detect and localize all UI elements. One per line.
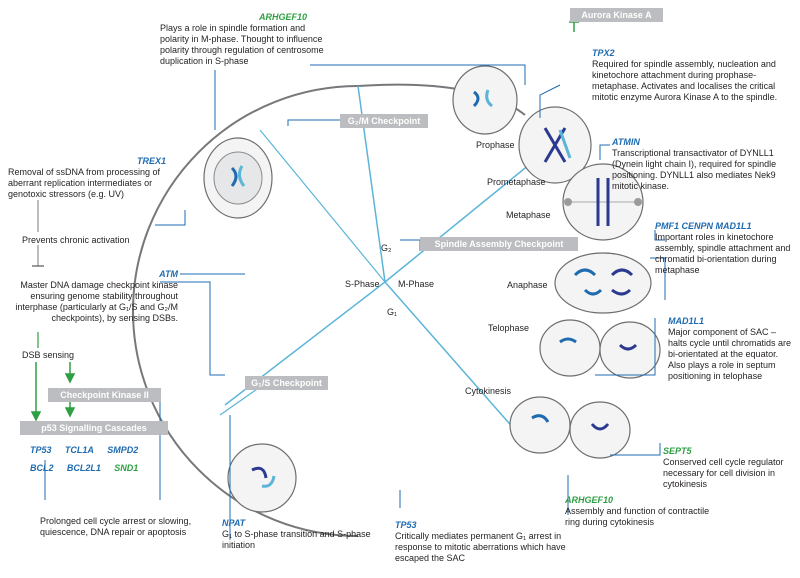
gene-name: ATMIN xyxy=(612,137,640,147)
sac-box: Spindle Assembly Checkpoint xyxy=(420,237,578,251)
g1-label: G₁ xyxy=(387,307,398,317)
outcome-arrows xyxy=(44,400,161,500)
gene-description: Required for spindle assembly, nucleatio… xyxy=(592,59,778,102)
pmf1-cenpn-mad1l1-annotation: PMF1 CENPN MAD1L1 Important roles in kin… xyxy=(655,221,795,276)
aurora-kinase-box: Aurora Kinase A xyxy=(570,8,663,22)
gene-tcl1a: TCL1A xyxy=(64,445,94,455)
connectors xyxy=(155,64,666,540)
checkpoint-kinase-box: Checkpoint Kinase II xyxy=(48,388,161,402)
outcome-text: Prolonged cell cycle arrest or slowing, … xyxy=(40,516,192,537)
cell-cytokinesis xyxy=(509,396,631,459)
prophase-label: Prophase xyxy=(476,140,515,150)
cell-telophase xyxy=(539,319,661,379)
m-phase-label: M-Phase xyxy=(398,279,435,289)
arhgef10-top-annotation: ARHGEF10 Plays a role in spindle formati… xyxy=(160,12,325,67)
gene-description: G₁ to S-phase transition and S-phase ini… xyxy=(222,529,371,550)
g1-line xyxy=(384,281,516,431)
trex1-annotation: TREX1 Removal of ssDNA from processing o… xyxy=(8,156,166,200)
gene-description: Removal of ssDNA from processing of aber… xyxy=(8,167,161,199)
cell-metaphase xyxy=(562,163,644,241)
gene-name: SEPT5 xyxy=(663,446,692,456)
gene-description: Conserved cell cycle regulator necessary… xyxy=(663,457,784,489)
gene-name: TREX1 xyxy=(136,156,166,166)
gene-description: Critically mediates permanent G₁ arrest … xyxy=(395,531,566,563)
gene-description: Important roles in kinetochore assembly,… xyxy=(655,232,791,275)
cell-prometaphase xyxy=(518,106,592,184)
arhgef10-bottom-annotation: ARHGEF10 Assembly and function of contra… xyxy=(565,495,725,528)
gene-name: TP53 xyxy=(395,520,417,530)
m-line xyxy=(384,159,536,283)
cell-anaphase xyxy=(554,252,652,314)
gene-description: Plays a role in spindle formation and po… xyxy=(160,23,324,66)
prevents-activation-note: Prevents chronic activation xyxy=(22,235,130,245)
cytokinesis-label: Cytokinesis xyxy=(465,386,512,396)
gene-smpd2: SMPD2 xyxy=(107,445,139,455)
p53-gene-list: TP53 TCL1A SMPD2 BCL2 BCL2L1 SND1 xyxy=(30,440,180,476)
gene-name: ARHGEF10 xyxy=(258,12,307,22)
gene-description: Transcriptional transactivator of DYNLL1… xyxy=(612,148,777,191)
atm-annotation: ATM Master DNA damage checkpoint kinase … xyxy=(8,269,178,324)
cell-g1 xyxy=(227,443,297,513)
atmin-annotation: ATMIN Transcriptional transactivator of … xyxy=(612,137,792,192)
gene-name: MAD1L1 xyxy=(668,316,705,326)
gene-name: NPAT xyxy=(222,518,246,528)
p53-cascades-box: p53 Signalling Cascades xyxy=(20,421,168,435)
s-phase-label: S-Phase xyxy=(345,279,380,289)
metaphase-label: Metaphase xyxy=(506,210,551,220)
g2m-line xyxy=(259,129,386,283)
gene-name: ARHGEF10 xyxy=(565,495,614,505)
gene-name: PMF1 CENPN MAD1L1 xyxy=(655,221,752,231)
gene-name: TPX2 xyxy=(592,48,615,58)
g2m-checkpoint-box: G₂/M Checkpoint xyxy=(340,114,428,128)
npat-annotation: NPAT G₁ to S-phase transition and S-phas… xyxy=(222,518,382,551)
sept5-annotation: SEPT5 Conserved cell cycle regulator nec… xyxy=(663,446,795,490)
tpx2-annotation: TPX2 Required for spindle assembly, nucl… xyxy=(592,48,792,103)
gene-description: Master DNA damage checkpoint kinase ensu… xyxy=(15,280,178,323)
g2-label: G₂ xyxy=(381,243,392,253)
gene-description: Assembly and function of contractile rin… xyxy=(565,506,710,527)
prometaphase-label: Prometaphase xyxy=(487,177,546,187)
tp53-annotation: TP53 Critically mediates permanent G₁ ar… xyxy=(395,520,590,564)
gene-bcl2: BCL2 xyxy=(30,463,54,473)
gene-description: Major component of SAC – halts cycle unt… xyxy=(668,327,792,381)
g1s-checkpoint-box: G₁/S Checkpoint xyxy=(245,376,328,390)
gene-bcl2l1: BCL2L1 xyxy=(66,463,101,473)
telophase-label: Telophase xyxy=(488,323,530,333)
dsb-sensing-note: DSB sensing xyxy=(22,350,75,360)
cell-prophase xyxy=(452,65,518,135)
mad1l1-annotation: MAD1L1 Major component of SAC – halts cy… xyxy=(668,316,796,382)
gene-name: ATM xyxy=(159,269,178,279)
gene-snd1: SND1 xyxy=(114,463,139,473)
anaphase-label: Anaphase xyxy=(507,280,548,290)
gene-tp53: TP53 xyxy=(30,445,52,455)
cell-interphase-top xyxy=(203,137,273,219)
